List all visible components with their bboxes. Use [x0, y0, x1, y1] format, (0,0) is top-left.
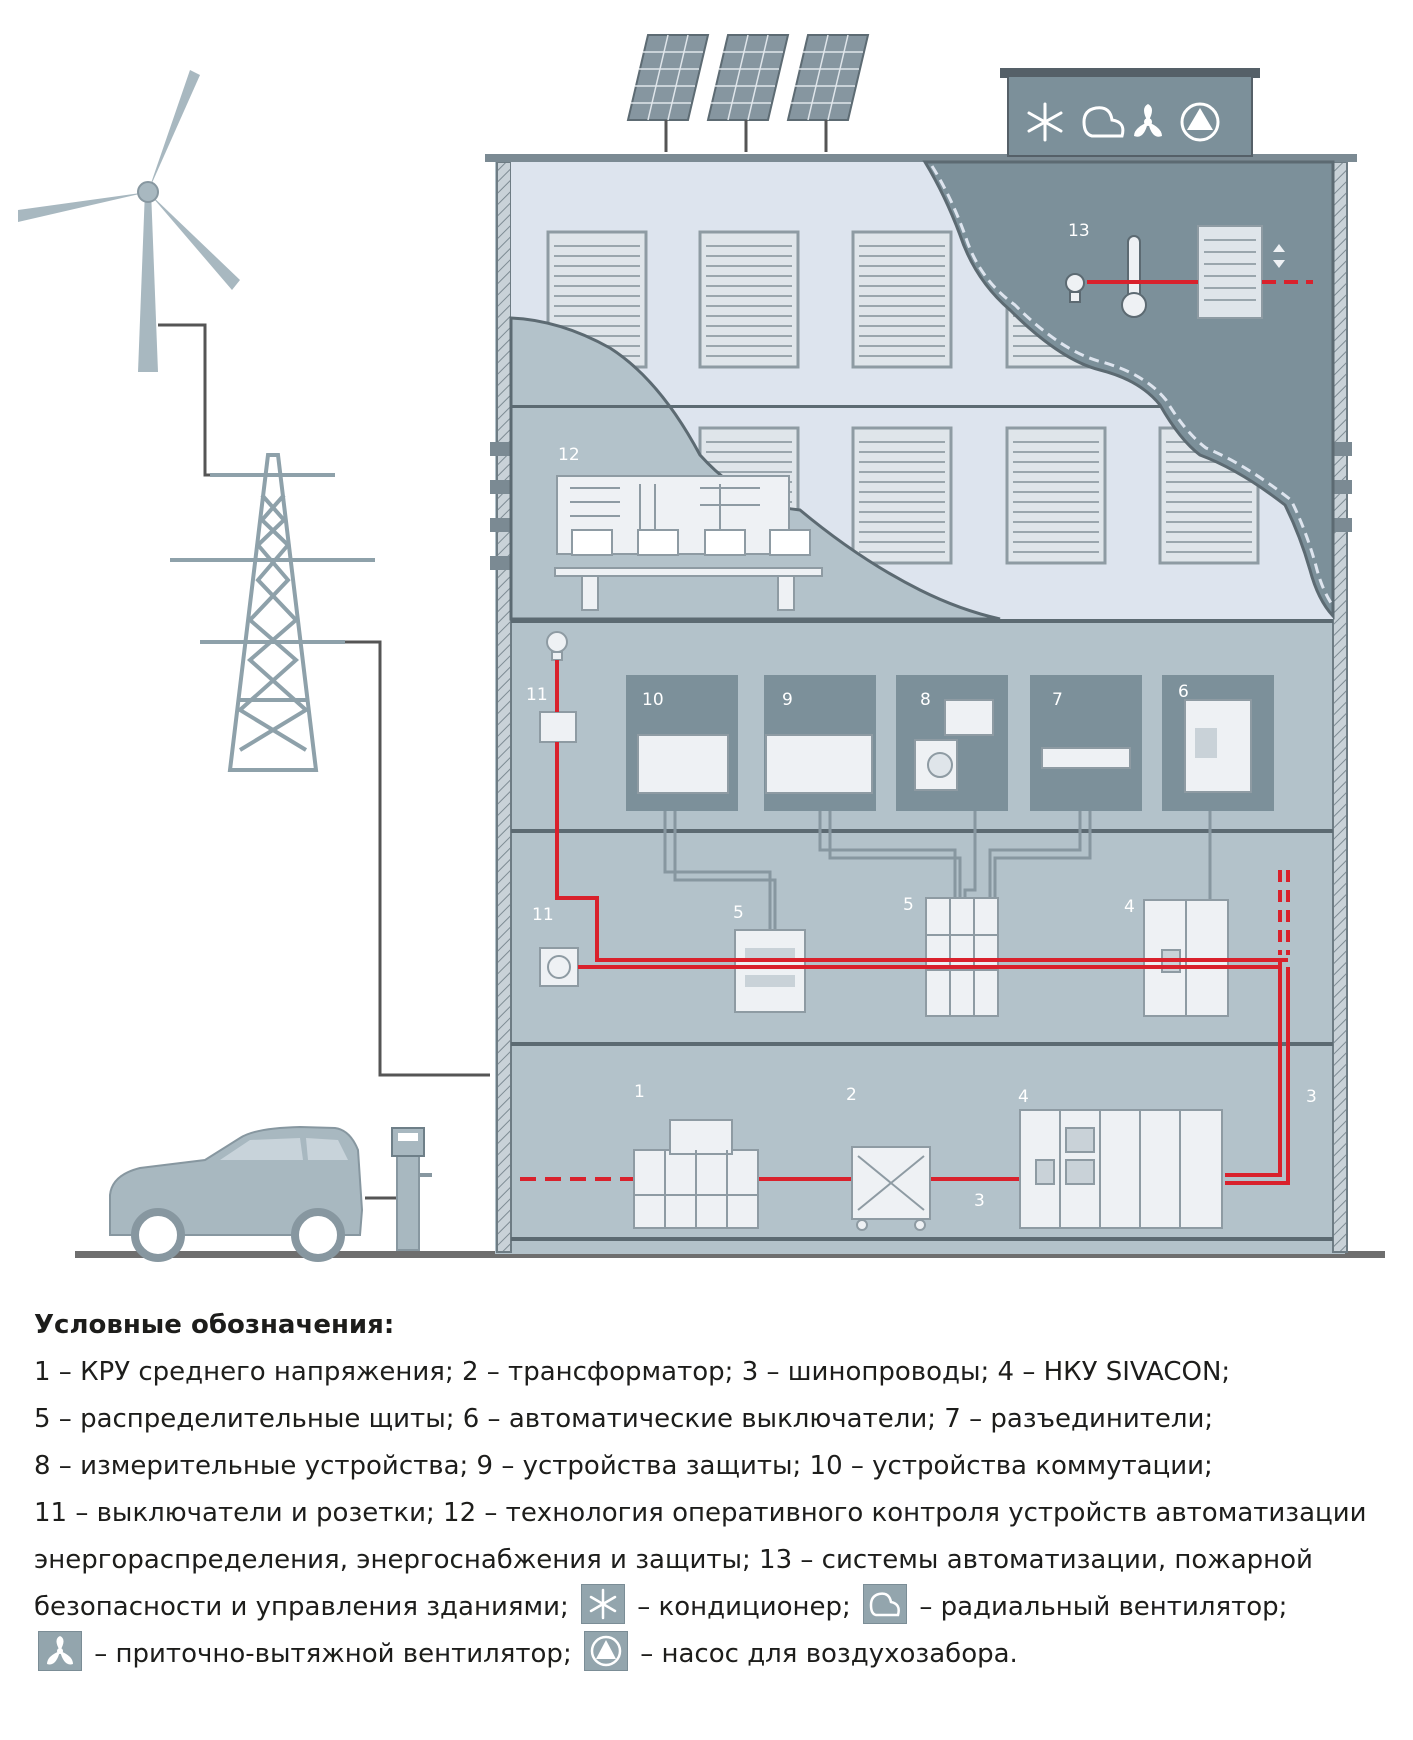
- radial-fan-icon: [863, 1584, 908, 1624]
- label-7: 7: [1052, 690, 1063, 710]
- label-4-upper: 4: [1124, 897, 1135, 917]
- label-1: 1: [634, 1082, 645, 1102]
- legend-title: Условные обозначения:: [34, 1310, 395, 1340]
- legend-line-6: безопасности и управления зданиями; – ко…: [34, 1584, 1394, 1631]
- electric-car: [109, 1125, 364, 1262]
- legend-radial-fan-label: – радиальный вентилятор;: [919, 1592, 1288, 1622]
- label-11-switch: 11: [526, 685, 548, 705]
- power-cables: [520, 660, 1290, 1185]
- pump-icon: [1180, 102, 1220, 142]
- legend-line-7: – приточно-вытяжной вентилятор; – насос …: [34, 1631, 1394, 1678]
- axial-fan-icon: [1134, 104, 1162, 137]
- legend-line-5: энергораспределения, энергоснабжения и з…: [34, 1545, 1313, 1575]
- wall-socket: [539, 947, 579, 987]
- label-5-right: 5: [903, 895, 914, 915]
- label-5-left: 5: [733, 903, 744, 923]
- power-distribution-diagram: 12 13: [18, 34, 1385, 1262]
- label-2: 2: [846, 1085, 857, 1105]
- automation-devices: [1065, 225, 1313, 319]
- legend-line-1: 1 – КРУ среднего напряжения; 2 – трансфо…: [34, 1357, 1231, 1387]
- axial-fan-icon: [38, 1631, 82, 1671]
- wind-cable: [158, 323, 255, 477]
- ground-line: [75, 1251, 1385, 1258]
- rooftop-hvac-unit: [1000, 68, 1260, 157]
- radial-fan-icon: [1082, 106, 1125, 138]
- medium-voltage-switchgear: [633, 1119, 759, 1229]
- label-10: 10: [642, 690, 664, 710]
- pylon-cable: [345, 640, 490, 1077]
- transformer: [851, 1146, 931, 1231]
- snowflake-icon: [1027, 102, 1063, 142]
- legend-ac-label: – кондиционер;: [637, 1592, 851, 1622]
- snowflake-icon: [581, 1584, 626, 1624]
- signal-lines: [663, 811, 1212, 930]
- power-pylon: [170, 453, 375, 772]
- label-12: 12: [558, 445, 580, 465]
- legend-line-2: 5 – распределительные щиты; 6 – автомати…: [34, 1404, 1214, 1434]
- label-4-lower: 4: [1018, 1087, 1029, 1107]
- label-3-riser: 3: [1306, 1087, 1317, 1107]
- pump-icon: [583, 1631, 628, 1671]
- label-11-socket: 11: [532, 905, 554, 925]
- solar-panels: [627, 34, 869, 152]
- control-desk: [554, 475, 823, 611]
- label-3-busway: 3: [974, 1191, 985, 1211]
- legend: Условные обозначения: 1 – КРУ среднего н…: [34, 1302, 1394, 1678]
- legend-pump-label: – насос для воздухозабора.: [640, 1639, 1018, 1669]
- legend-line-3: 8 – измерительные устройства; 9 – устрой…: [34, 1451, 1213, 1481]
- label-9: 9: [782, 690, 793, 710]
- legend-line-6-text: безопасности и управления зданиями;: [34, 1592, 569, 1622]
- distribution-board-5b: [925, 897, 999, 1017]
- wind-turbine: [18, 70, 240, 372]
- sivacon-board-4-lower: [1019, 1109, 1223, 1229]
- legend-line-4: 11 – выключатели и розетки; 12 – техноло…: [34, 1498, 1367, 1528]
- light-switch: [539, 711, 577, 743]
- device-panels: [626, 675, 1274, 811]
- label-6: 6: [1178, 682, 1189, 702]
- legend-axial-fan-label: – приточно-вытяжной вентилятор;: [94, 1639, 572, 1669]
- label-8: 8: [920, 690, 931, 710]
- distribution-board-5a: [734, 929, 806, 1013]
- ev-charger: [365, 1127, 432, 1251]
- label-13: 13: [1068, 221, 1090, 241]
